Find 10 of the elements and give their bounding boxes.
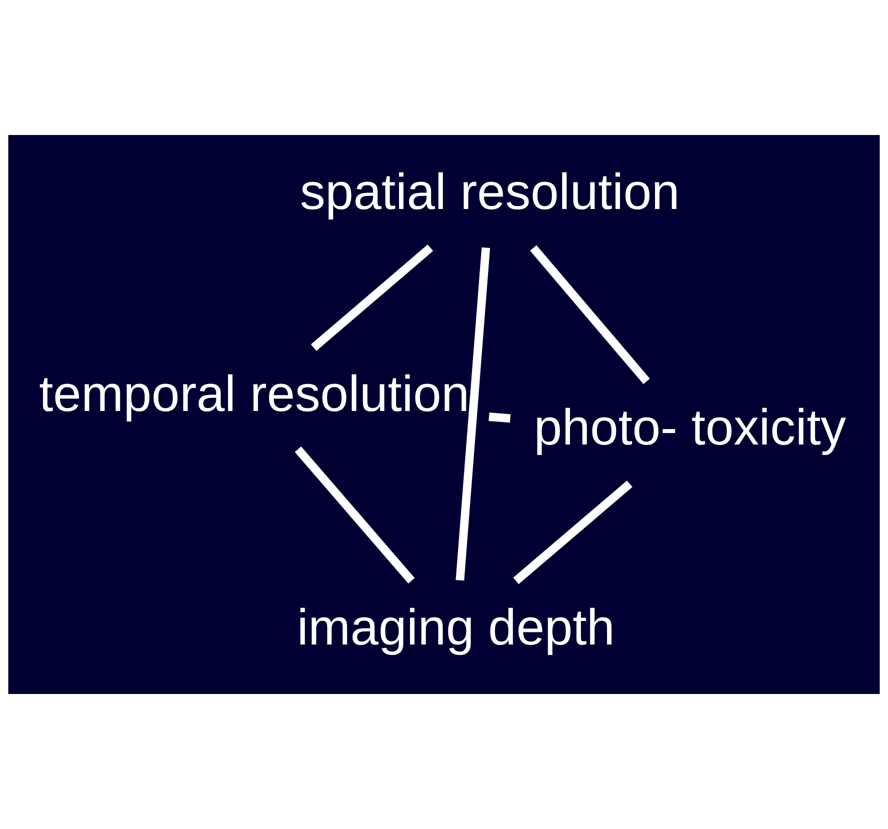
connector (530, 245, 650, 384)
node-text: imaging depth (296, 598, 615, 656)
node-text: temporal resolution (39, 364, 470, 422)
connector (294, 446, 415, 584)
connector (488, 412, 511, 423)
connector (456, 247, 490, 581)
node-text: photo- toxicity (534, 398, 846, 456)
connector (513, 480, 632, 584)
connector (310, 244, 434, 351)
node-text: spatial resolution (300, 163, 680, 220)
